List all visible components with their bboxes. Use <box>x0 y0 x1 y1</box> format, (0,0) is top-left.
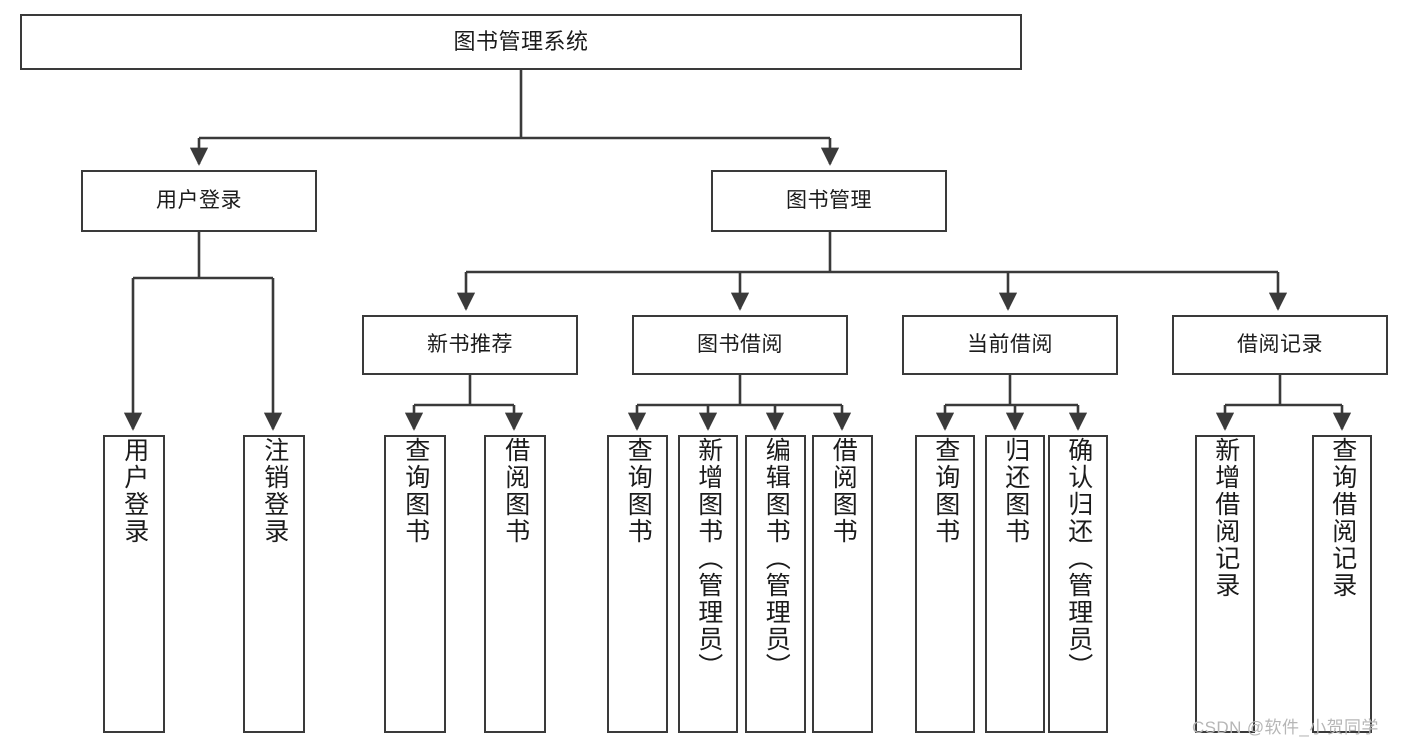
node-leaf-add-record[interactable]: 新增借阅记录 <box>1195 435 1255 733</box>
node-leaf-query-record-label: 查询借阅记录 <box>1328 437 1357 599</box>
node-root[interactable]: 图书管理系统 <box>20 14 1022 70</box>
node-current-borrow-label: 当前借阅 <box>967 332 1053 356</box>
node-leaf-query-book-2[interactable]: 查询图书 <box>607 435 668 733</box>
node-borrow-record-label: 借阅记录 <box>1237 332 1323 356</box>
node-leaf-user-login-label: 用户登录 <box>120 437 149 545</box>
csdn-watermark: CSDN @软件_小贺同学 <box>1192 718 1379 737</box>
node-leaf-query-book-1[interactable]: 查询图书 <box>384 435 446 733</box>
node-new-book-recommend[interactable]: 新书推荐 <box>362 315 578 375</box>
node-book-manage-label: 图书管理 <box>786 188 872 212</box>
node-leaf-user-login[interactable]: 用户登录 <box>103 435 165 733</box>
node-leaf-borrow-book-2-label: 借阅图书 <box>829 437 858 545</box>
node-leaf-add-record-label: 新增借阅记录 <box>1211 437 1240 599</box>
node-leaf-borrow-book-2[interactable]: 借阅图书 <box>812 435 873 733</box>
node-leaf-confirm-return[interactable]: 确认归还（管理员） <box>1048 435 1108 733</box>
node-leaf-logout[interactable]: 注销登录 <box>243 435 305 733</box>
node-user-login[interactable]: 用户登录 <box>81 170 317 232</box>
node-user-login-label: 用户登录 <box>156 188 242 212</box>
node-root-label: 图书管理系统 <box>453 29 589 55</box>
node-leaf-add-book[interactable]: 新增图书（管理员） <box>678 435 738 733</box>
node-leaf-return-book[interactable]: 归还图书 <box>985 435 1045 733</box>
node-leaf-confirm-return-label: 确认归还（管理员） <box>1064 437 1093 680</box>
node-leaf-query-book-3-label: 查询图书 <box>931 437 960 545</box>
node-leaf-query-book-2-label: 查询图书 <box>624 437 653 545</box>
node-leaf-logout-label: 注销登录 <box>260 437 289 545</box>
node-leaf-add-book-label: 新增图书（管理员） <box>694 437 723 680</box>
node-current-borrow[interactable]: 当前借阅 <box>902 315 1118 375</box>
node-leaf-query-book-1-label: 查询图书 <box>401 437 430 545</box>
node-book-manage[interactable]: 图书管理 <box>711 170 947 232</box>
node-leaf-borrow-book-1-label: 借阅图书 <box>501 437 530 545</box>
node-borrow-record[interactable]: 借阅记录 <box>1172 315 1388 375</box>
node-leaf-query-book-3[interactable]: 查询图书 <box>915 435 975 733</box>
node-book-borrow[interactable]: 图书借阅 <box>632 315 848 375</box>
node-book-borrow-label: 图书借阅 <box>697 332 783 356</box>
node-leaf-edit-book[interactable]: 编辑图书（管理员） <box>745 435 806 733</box>
node-new-book-recommend-label: 新书推荐 <box>427 332 513 356</box>
node-leaf-return-book-label: 归还图书 <box>1001 437 1030 545</box>
node-leaf-borrow-book-1[interactable]: 借阅图书 <box>484 435 546 733</box>
node-leaf-query-record[interactable]: 查询借阅记录 <box>1312 435 1372 733</box>
node-leaf-edit-book-label: 编辑图书（管理员） <box>762 437 791 680</box>
